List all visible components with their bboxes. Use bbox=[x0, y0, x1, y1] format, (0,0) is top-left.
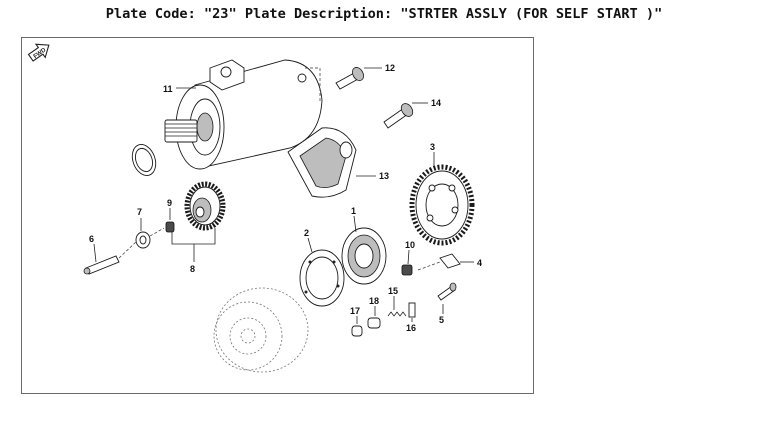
starter-motor bbox=[131, 59, 323, 176]
bolt-14 bbox=[383, 103, 414, 129]
starter-cover bbox=[287, 127, 357, 198]
roller-17 bbox=[351, 325, 363, 337]
washer-7 bbox=[135, 231, 151, 249]
callout-17: 17 bbox=[350, 306, 360, 316]
callout-16: 16 bbox=[406, 323, 416, 333]
callout-5: 5 bbox=[439, 315, 444, 325]
bolt-5 bbox=[437, 282, 457, 301]
callout-9: 9 bbox=[167, 198, 172, 208]
pin-16 bbox=[408, 302, 416, 318]
shaft-6 bbox=[83, 255, 120, 275]
fwd-arrow-icon: FWD bbox=[27, 43, 50, 62]
reduction-gear bbox=[184, 181, 226, 231]
clip-4 bbox=[439, 253, 461, 269]
callout-4: 4 bbox=[477, 258, 482, 268]
callout-8: 8 bbox=[190, 264, 195, 274]
callout-7: 7 bbox=[137, 207, 142, 217]
callout-6: 6 bbox=[89, 234, 94, 244]
bolt-12 bbox=[335, 67, 364, 90]
collar-9 bbox=[165, 221, 175, 233]
callout-18: 18 bbox=[369, 296, 379, 306]
starter-sprocket bbox=[409, 164, 475, 246]
callout-12: 12 bbox=[385, 63, 395, 73]
callout-3: 3 bbox=[430, 142, 435, 152]
callout-1: 1 bbox=[351, 206, 356, 216]
roller-18 bbox=[367, 317, 381, 329]
callout-14: 14 bbox=[431, 98, 441, 108]
spring-15 bbox=[387, 311, 407, 317]
callout-2: 2 bbox=[304, 228, 309, 238]
one-way-clutch bbox=[341, 227, 387, 285]
small-gear-10 bbox=[401, 264, 413, 276]
callout-13: 13 bbox=[379, 171, 389, 181]
flywheel-outline bbox=[213, 287, 309, 373]
plate-title: Plate Code: "23" Plate Description: "STR… bbox=[105, 6, 663, 22]
callout-15: 15 bbox=[388, 286, 398, 296]
callout-10: 10 bbox=[405, 240, 415, 250]
washer-plate bbox=[299, 249, 345, 307]
callout-11: 11 bbox=[163, 84, 173, 94]
